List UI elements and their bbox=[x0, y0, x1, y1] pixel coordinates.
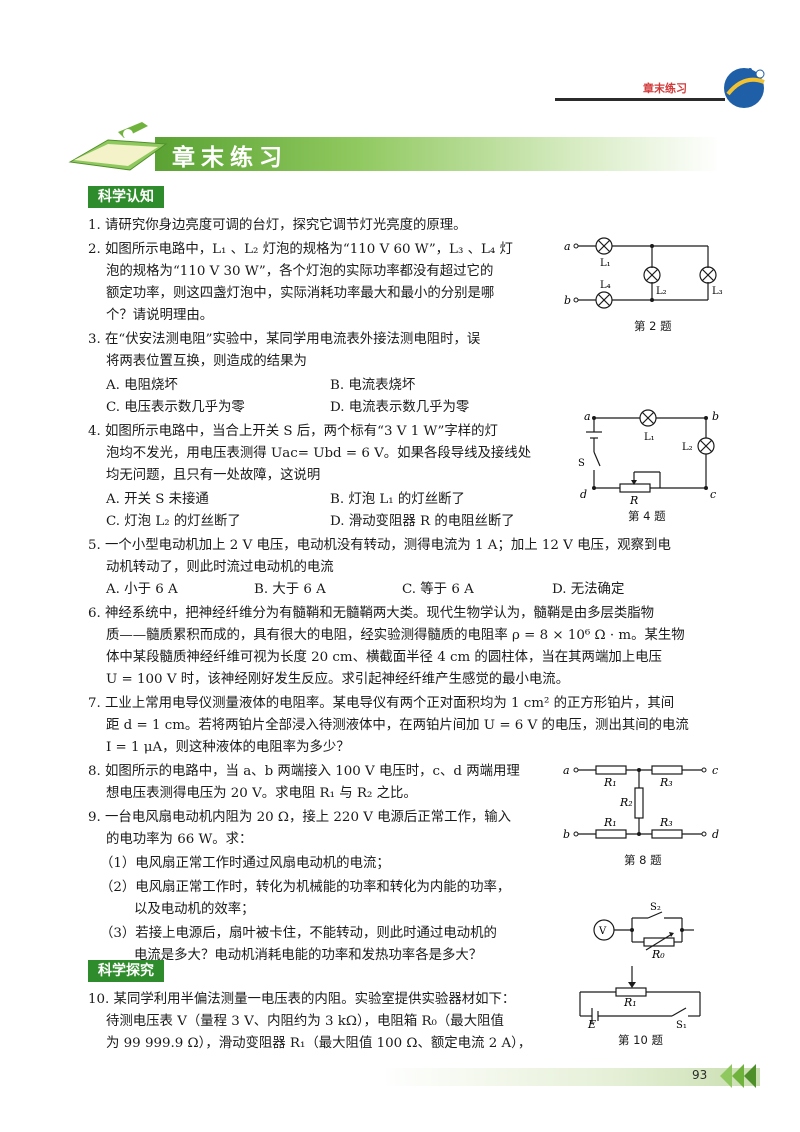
fig4-label-a: a bbox=[584, 410, 591, 423]
fig10-label-V: V bbox=[598, 926, 607, 937]
figure-2-circuit: a b L₁ L₂ L₃ L₄ bbox=[564, 237, 723, 309]
question-6-line: 体中某段髓质神经纤维可视为长度 20 cm、横截面半径 4 cm 的圆柱体，当在… bbox=[106, 650, 662, 665]
question-1: 1. 请研究你身边亮度可调的台灯，探究它调节灯光亮度的原理。 bbox=[88, 218, 467, 233]
fig8-label-b: b bbox=[563, 828, 570, 841]
question-4-line: 均无问题，且只有一处故障，这说明 bbox=[106, 468, 321, 483]
question-9-sub-1: （1）电风扇正常工作时通过风扇电动机的电流； bbox=[100, 856, 390, 871]
question-6-line: U = 100 V 时，该神经刚好发生反应。求引起神经纤维产生感觉的最小电流。 bbox=[106, 672, 570, 687]
figure-4-circuit: a b c d S L₁ L₂ R bbox=[578, 409, 719, 506]
fig8-label-R2: R₂ bbox=[619, 796, 633, 809]
question-2-line: 个？请说明理由。 bbox=[106, 308, 214, 323]
fig4-label-L2: L₂ bbox=[682, 442, 693, 453]
header-rule bbox=[555, 98, 725, 101]
option-q5-d: D. 无法确定 bbox=[552, 582, 625, 597]
fig10-label-R0: R₀ bbox=[651, 948, 665, 961]
fig2-label-a: a bbox=[564, 240, 571, 253]
page-number: 93 bbox=[692, 1068, 708, 1082]
question-2-line: 2. 如图所示电路中，L₁ 、L₂ 灯泡的规格为“110 V 60 W”，L₃ … bbox=[88, 242, 513, 257]
question-7-line: 距 d = 1 cm。若将两铂片全部浸入待测液体中，在两铂片间加 U = 6 V… bbox=[106, 718, 689, 733]
fig8-label-R3-bottom: R₃ bbox=[659, 816, 673, 829]
chevron-left-icon bbox=[720, 1064, 756, 1088]
book-logo-icon bbox=[724, 68, 765, 108]
fig2-label-L1: L₁ bbox=[600, 258, 611, 269]
question-7-line: I = 1 μA，则这种液体的电阻率为多少？ bbox=[106, 740, 350, 755]
fig4-label-L1: L₁ bbox=[644, 432, 655, 443]
fig8-label-R3-top: R₃ bbox=[659, 776, 673, 789]
fig10-label-S2: S₂ bbox=[650, 902, 661, 913]
section-label: 章末练习 bbox=[643, 82, 687, 95]
option-q5-a: A. 小于 6 A bbox=[106, 582, 178, 597]
fig4-label-c: c bbox=[710, 488, 716, 501]
question-6-line: 6. 神经系统中，把神经纤维分为有髓鞘和无髓鞘两大类。现代生物学认为，髓鞘是由多… bbox=[88, 606, 655, 621]
question-3-line: 3. 在“伏安法测电阻”实验中，某同学用电流表外接法测电阻时，误 bbox=[88, 332, 481, 347]
question-8-line: 8. 如图所示的电路中，当 a、b 两端接入 100 V 电压时，c、d 两端用… bbox=[88, 764, 520, 779]
question-9-sub-3: （3）若接上电源后，扇叶被卡住，不能转动，则此时通过电动机的 bbox=[100, 926, 497, 941]
fig8-label-R1-top: R₁ bbox=[603, 776, 617, 789]
figure-8-caption: 第 8 题 bbox=[624, 853, 662, 867]
figure-10-circuit: V S₂ R₀ R₁ E S₁ bbox=[579, 902, 701, 1028]
option-q5-c: C. 等于 6 A bbox=[402, 582, 474, 597]
option-q3-b: B. 电流表烧坏 bbox=[330, 378, 416, 393]
option-q4-a: A. 开关 S 未接通 bbox=[106, 492, 209, 507]
question-3-line: 将两表位置互换，则造成的结果为 bbox=[106, 354, 307, 369]
question-9-line: 9. 一台电风扇电动机内阻为 20 Ω，接上 220 V 电源后正常工作，输入 bbox=[88, 810, 512, 825]
question-6-line: 质——髓质累积而成的，具有很大的电阻，经实验测得髓质的电阻率 ρ = 8 × 1… bbox=[106, 628, 685, 643]
fig4-label-S: S bbox=[578, 458, 585, 469]
question-9-sub-2: （2）电风扇正常工作时，转化为机械能的功率和转化为内能的功率， bbox=[100, 880, 511, 895]
option-q3-a: A. 电阻烧坏 bbox=[106, 378, 178, 393]
fig2-label-L3: L₃ bbox=[712, 286, 723, 297]
fig10-label-S1: S₁ bbox=[676, 1020, 687, 1028]
fig2-label-b: b bbox=[564, 294, 571, 307]
question-4-line: 4. 如图所示电路中，当合上开关 S 后，两个标有“3 V 1 W”字样的灯 bbox=[88, 424, 498, 439]
option-q3-d: D. 电流表示数几乎为零 bbox=[330, 400, 470, 415]
option-q4-d: D. 滑动变阻器 R 的电阻丝断了 bbox=[330, 514, 515, 529]
question-9-line: 的电功率为 66 W。求： bbox=[106, 832, 253, 847]
fig10-label-E: E bbox=[587, 1018, 596, 1028]
question-9-sub-2: 以及电动机的效率； bbox=[134, 902, 255, 917]
figure-10-caption: 第 10 题 bbox=[618, 1033, 663, 1047]
fig4-label-R: R bbox=[629, 494, 638, 506]
fig8-label-R1-bottom: R₁ bbox=[603, 816, 617, 829]
question-8-line: 想电压表测得电压为 20 V。求电阻 R₁ 与 R₂ 之比。 bbox=[106, 786, 417, 801]
question-10-line: 待测电压表 V（量程 3 V、内阻约为 3 kΩ），电阻箱 R₀（最大阻值 bbox=[106, 1014, 504, 1029]
question-4-line: 泡均不发光，用电压表测得 Uac= Ubd = 6 V。如果各段导线及接线处 bbox=[106, 446, 532, 461]
option-q5-b: B. 大于 6 A bbox=[254, 582, 326, 597]
footer-bar bbox=[380, 1068, 760, 1086]
question-7-line: 7. 工业上常用电导仪测量液体的电阻率。某电导仪有两个正对面积均为 1 cm² … bbox=[88, 696, 675, 711]
fig2-label-L4: L₄ bbox=[600, 280, 611, 291]
fig4-label-d: d bbox=[580, 488, 587, 501]
open-book-icon bbox=[68, 122, 168, 171]
question-5-line: 5. 一个小型电动机加上 2 V 电压，电动机没有转动，测得电流为 1 A；加上… bbox=[88, 538, 671, 553]
section-tag-science-awareness: 科学认知 bbox=[88, 186, 164, 208]
figure-4-caption: 第 4 题 bbox=[628, 509, 666, 523]
figure-8-circuit: a b c d R₁ R₃ R₂ R₁ R₃ bbox=[563, 764, 719, 841]
question-10-line: 10. 某同学利用半偏法测量一电压表的内阻。实验室提供实验器材如下： bbox=[88, 992, 516, 1007]
section-tag-science-inquiry: 科学探究 bbox=[88, 960, 164, 982]
figure-2-caption: 第 2 题 bbox=[634, 319, 672, 333]
chapter-title: 章末练习 bbox=[172, 145, 288, 171]
fig8-label-a: a bbox=[563, 764, 570, 777]
question-9-sub-3: 电流是多大？电动机消耗电能的功率和发热功率各是多大？ bbox=[134, 948, 483, 963]
fig10-label-R1: R₁ bbox=[623, 996, 637, 1009]
chapter-banner bbox=[155, 137, 720, 171]
question-2-line: 额定功率，则这四盏灯泡中，实际消耗功率最大和最小的分别是哪 bbox=[106, 286, 495, 301]
option-q4-b: B. 灯泡 L₁ 的灯丝断了 bbox=[330, 492, 465, 507]
fig2-label-L2: L₂ bbox=[656, 286, 667, 297]
option-q4-c: C. 灯泡 L₂ 的灯丝断了 bbox=[106, 514, 241, 529]
option-q3-c: C. 电压表示数几乎为零 bbox=[106, 400, 245, 415]
question-10-line: 为 99 999.9 Ω），滑动变阻器 R₁（最大阻值 100 Ω、额定电流 2… bbox=[106, 1036, 532, 1051]
question-5-line: 动机转动了，则此时流过电动机的电流 bbox=[106, 560, 334, 575]
fig4-label-b: b bbox=[712, 410, 719, 423]
fig8-label-d: d bbox=[712, 828, 719, 841]
fig8-label-c: c bbox=[712, 764, 718, 777]
question-2-line: 泡的规格为“110 V 30 W”，各个灯泡的实际功率都没有超过它的 bbox=[106, 264, 494, 279]
